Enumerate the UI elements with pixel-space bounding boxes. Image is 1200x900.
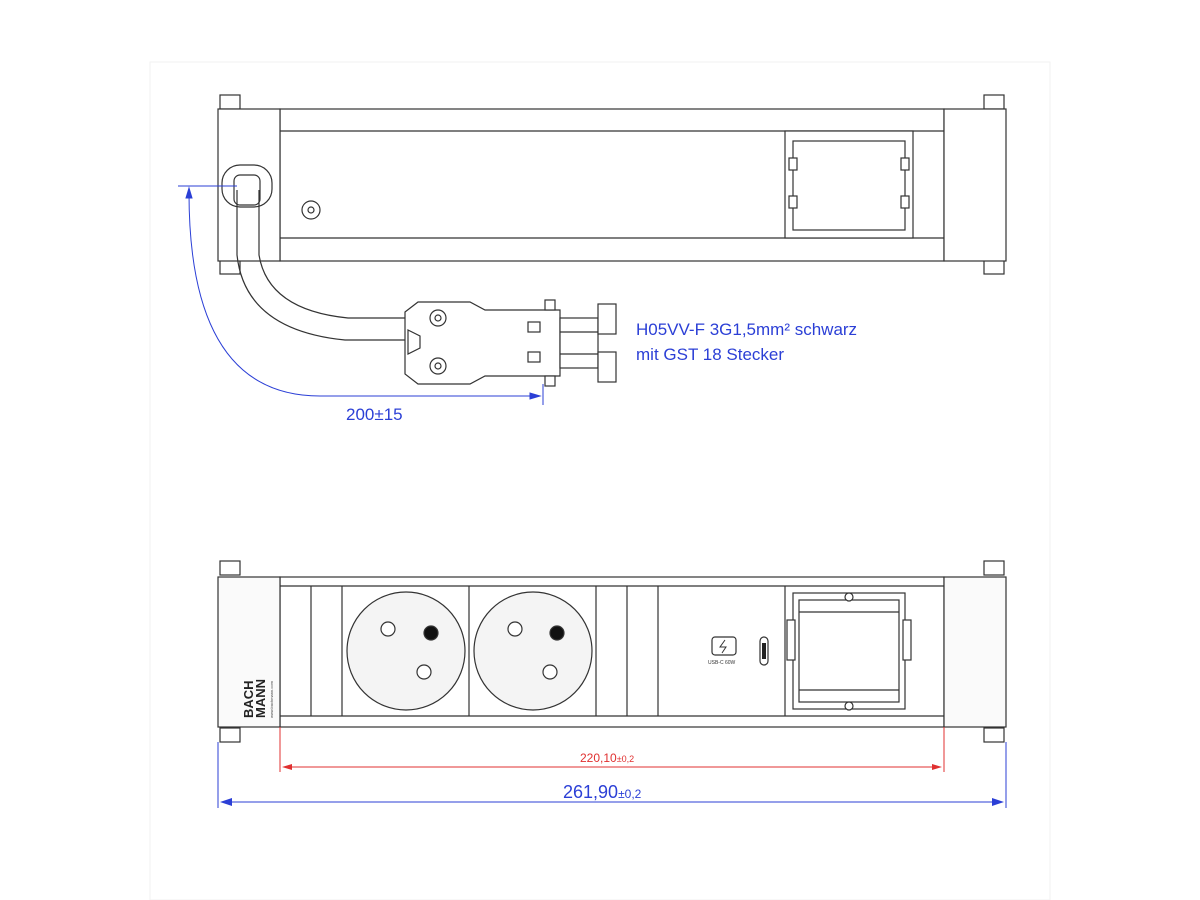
socket-1 [346,591,466,711]
cable-spec-line-2: mit GST 18 Stecker [636,345,785,364]
clip-bottom-left [219,259,241,275]
clip-bottom-right [983,259,1005,275]
front-end-cap-right [943,576,1007,728]
end-cap-right [943,108,1007,262]
cable [236,190,405,341]
brand-logo: BACH MANN www.bachmann.com [241,679,274,718]
brand-line-1: BACH [241,680,256,718]
sheet-frame [149,61,1051,900]
clip-top-left [219,94,241,110]
inner-length-value: 220,10 [580,751,617,765]
usb-label: USB-C 60W [708,660,736,666]
front-dimensions [217,727,1007,808]
gst18-plug [404,299,617,387]
clip-front-bottom-right [983,727,1005,743]
cable-length-label: 200±15 [346,405,403,424]
outer-length-value: 261,90 [563,782,619,802]
clip-front-top-left [219,560,241,576]
front-view [217,560,1007,743]
brand-line-2: MANN [253,679,268,718]
outer-length-label: 261,90±0,2 [563,782,641,803]
outer-length-tolerance: ±0,2 [618,787,642,801]
front-module-frame [786,592,912,711]
usb-module [711,636,769,666]
brand-url: www.bachmann.com [269,680,274,718]
top-view [178,94,1007,405]
clip-front-top-right [983,560,1005,576]
clip-front-bottom-left [219,727,241,743]
front-end-cap-left [217,576,281,728]
inner-length-tolerance: ±0,2 [616,754,635,764]
inner-length-label: 220,10±0,2 [580,751,634,765]
cable-spec-line-1: H05VV-F 3G1,5mm² schwarz [636,320,858,339]
socket-2 [473,591,593,711]
clip-top-right [983,94,1005,110]
cable-dimension [178,185,544,405]
